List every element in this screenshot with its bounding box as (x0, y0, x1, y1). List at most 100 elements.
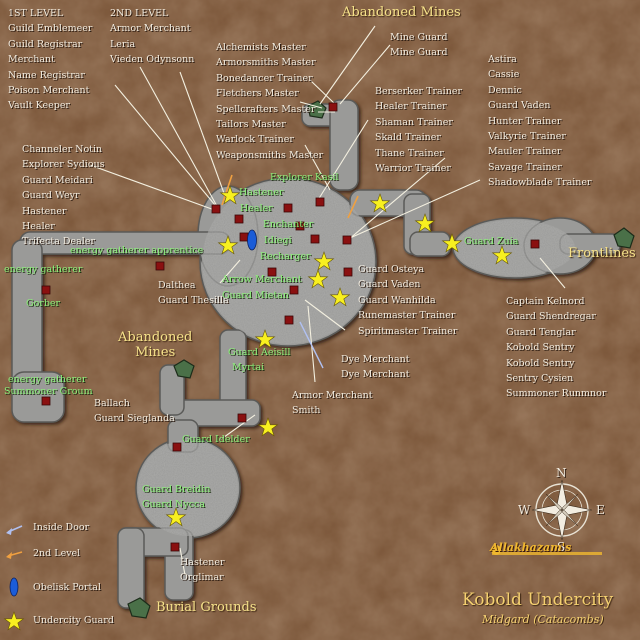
dalthea-group-list: Dalthea Guard Thesilla (158, 278, 229, 309)
zone-label-abandoned-mines-top[interactable]: Abandoned Mines (342, 5, 461, 20)
npc-item: Guard Weyr (22, 190, 80, 202)
legend-guard-star-icon (3, 611, 25, 631)
exit-abandoned-mines-left[interactable] (173, 359, 195, 379)
first-level-item: Merchant (8, 54, 55, 66)
legend-obelisk-icon (9, 577, 19, 597)
master-item: Alchemists Master (216, 42, 306, 53)
npc-item: Hastener (22, 205, 67, 217)
label-guard-nycca: Guard Nycca (142, 499, 205, 510)
trainer-item: Savage Trainer (488, 161, 562, 173)
compass-s: S (557, 540, 566, 554)
exit-burial-grounds[interactable] (127, 597, 151, 619)
trainer-item: Shadowblade Trainer (488, 177, 592, 189)
trainer-item: Dennic (488, 84, 522, 96)
exit-frontlines[interactable] (613, 227, 635, 249)
legend-inside-door: Inside Door (33, 522, 90, 533)
second-level-list: 2ND LEVEL Armor Merchant Leria Vieden Od… (110, 6, 194, 68)
trainer-item: Cassie (488, 69, 520, 81)
npc-item: Guard Shendregar (506, 311, 596, 323)
trainer-item: Shaman Trainer (375, 116, 453, 128)
npc-item: Guard Vaden (358, 279, 421, 291)
pointer-lines (89, 25, 566, 576)
label-energy-gatherer: energy gatherer (4, 264, 83, 275)
second-level-item: Vieden Odynsonn (110, 54, 195, 66)
map-subtitle: Midgard (Catacombs) (482, 613, 604, 626)
trainer-item: Mauler Trainer (488, 146, 562, 158)
guard-star (441, 233, 463, 253)
npc-item: Runemaster Trainer (358, 310, 456, 322)
compass-n: N (556, 466, 567, 480)
npc-item: Guard Tenglar (506, 326, 576, 338)
master-item: Weaponsmiths Master (216, 149, 324, 161)
frontline-npc-list: Captain Kelnord Guard Shendregar Guard T… (506, 294, 606, 402)
compass-w: W (518, 503, 531, 517)
npc-item: Armor Merchant (292, 390, 373, 401)
guard-star (217, 235, 239, 255)
trainer-item: Hunter Trainer (488, 115, 562, 127)
npc-item: Captain Kelnord (506, 296, 585, 307)
tunnel-texture (138, 180, 575, 536)
npc-item: Sentry Cysien (506, 372, 574, 384)
allakhazam-logo-mark (491, 545, 602, 555)
npc-item: Kobold Sentry (506, 357, 575, 369)
npc-item: Dye Merchant (341, 354, 410, 365)
label-summoner-groum: Summoner Groum (4, 386, 93, 397)
inside-door-arrow (299, 321, 324, 369)
label-myrtai: Myrtai (232, 362, 265, 373)
label-idiegi: Idiegi (264, 235, 292, 246)
master-item: Bonedancer Trainer (216, 72, 313, 84)
label-enchanter: Enchanter (263, 219, 314, 230)
zone-label-abandoned-mines-left[interactable]: Abandoned Mines (118, 330, 193, 360)
label-guard-breidin: Guard Breidin (142, 484, 211, 495)
trainer-item: Warrior Trainer (375, 162, 451, 174)
left-npc-list: Channeler Notin Explorer Sydious Guard M… (22, 142, 105, 250)
mine-guard: Mine Guard (390, 32, 448, 43)
npc-item: Guard Meidari (22, 174, 93, 186)
npc-item: Trifecta Dealer (22, 236, 95, 248)
masters-list: Alchemists Master Armorsmiths Master Bon… (216, 40, 323, 163)
obelisk-portal-icon[interactable] (247, 229, 257, 251)
zone-label-burial-grounds[interactable]: Burial Grounds (156, 600, 257, 615)
npc-item: Explorer Sydious (22, 159, 105, 171)
label-energy-gatherer-apprentice: energy gatherer apprentice (70, 245, 204, 256)
guard-star (165, 507, 187, 527)
npc-item: Guard Wanhilda (358, 294, 436, 306)
osteya-group-list: Guard Osteya Guard Vaden Guard Wanhilda … (358, 262, 457, 339)
trainer-item: Skald Trainer (375, 132, 441, 144)
guard-star (491, 245, 513, 265)
npc-item: Guard Sieglanda (94, 413, 175, 425)
trainer-item: Guard Vaden (488, 100, 551, 112)
zone-label-frontlines[interactable]: Frontlines (568, 246, 636, 261)
label-recharger: Recharger (260, 251, 311, 262)
first-level-list: 1ST LEVEL Guild Emblemeer Guild Registra… (8, 6, 92, 114)
trainers-mid-list: Berserker Trainer Healer Trainer Shaman … (375, 84, 462, 176)
map-title: Kobold Undercity (462, 590, 614, 610)
dye-group-list: Dye Merchant Dye Merchant (341, 352, 410, 383)
guard-star (254, 329, 276, 349)
npc-item: Smith (292, 405, 321, 417)
npc-item: Summoner Runmnor (506, 388, 607, 400)
label-hastener: Hastener (239, 187, 284, 198)
npc-item: Orglimar (180, 572, 224, 584)
hastener-group-list: Hastener Orglimar (180, 555, 225, 586)
guard-star (257, 417, 279, 437)
master-item: Fletchers Master (216, 88, 299, 100)
master-item: Armorsmiths Master (216, 57, 316, 69)
guard-star (219, 185, 241, 205)
trainer-item: Berserker Trainer (375, 86, 462, 97)
compass-e: E (596, 503, 605, 517)
legend-icons (3, 525, 25, 631)
master-item: Warlock Trainer (216, 134, 294, 146)
allakhazam-logo-text: Allakhazam's (490, 541, 572, 554)
trainers-right-list: Astira Cassie Dennic Guard Vaden Hunter … (488, 52, 592, 191)
guard-star (329, 287, 351, 307)
ballach-group-list: Ballach Guard Sieglanda (94, 396, 175, 427)
second-level-item: Armor Merchant (110, 23, 191, 35)
npc-item: Dalthea (158, 280, 196, 291)
label-healer: Healer (240, 203, 273, 214)
legend-obelisk-portal: Obelisk Portal (33, 582, 102, 593)
label-arrow-merchant: Arrow Merchant (222, 274, 302, 285)
label-energy-gatherer-2: energy gatherer (8, 374, 87, 385)
mine-guards-list: Mine Guard Mine Guard (390, 30, 448, 61)
